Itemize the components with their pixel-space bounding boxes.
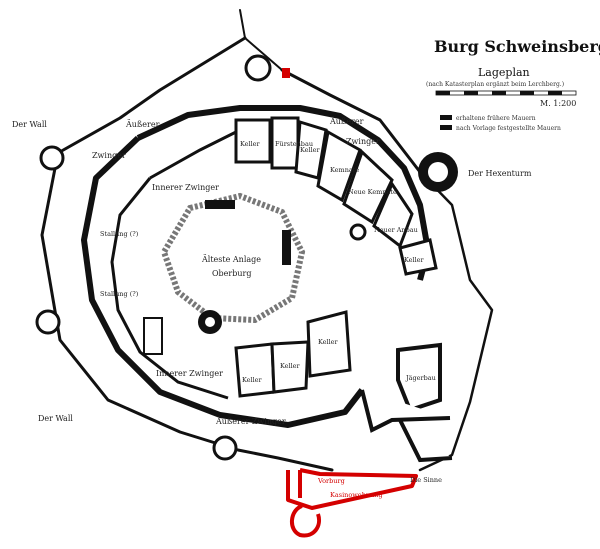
legend-label-reconstructed: nach Vorlage festgestellte Mauern xyxy=(456,125,561,132)
oberburg-core xyxy=(160,192,306,334)
label-wall-bottom: Der Wall xyxy=(38,414,73,423)
label-keller-3: Keller xyxy=(404,256,425,264)
red-mark-top xyxy=(282,68,290,78)
label-outer-zwinger-right: Äußerer xyxy=(329,117,364,126)
label-outer-zwinger-bottom: Äußerer Zwinger xyxy=(215,417,286,426)
legend-swatch-existing xyxy=(440,115,452,120)
vorburg-annex xyxy=(286,468,418,538)
label-inner-zwinger-top: Innerer Zwinger xyxy=(152,183,219,192)
legend: erhaltene frühere Mauern nach Vorlage fe… xyxy=(440,115,561,132)
label-keller-6: Keller xyxy=(318,338,339,346)
label-keller-2: Keller xyxy=(300,146,321,154)
label-kasino: Kasinowohnung xyxy=(330,491,383,499)
label-oberburg: Oberburg xyxy=(212,269,251,278)
label-stallung-1: Stallung (?) xyxy=(100,230,139,238)
label-wall-left: Der Wall xyxy=(12,120,47,129)
plan-note: (nach Katasterplan ergänzt beim Lerchber… xyxy=(426,81,564,88)
label-aelteste-anlage: Älteste Anlage xyxy=(201,255,261,264)
label-vorburg: Vorburg xyxy=(317,477,345,485)
label-neuer-anbau: Neuer Anbau xyxy=(374,226,418,234)
legend-label-existing: erhaltene frühere Mauern xyxy=(456,115,536,122)
label-hexenturm: Der Hexenturm xyxy=(468,169,532,178)
label-outer-zwinger-top: Äußerer xyxy=(125,120,160,129)
label-die-sinne: Die Sinne xyxy=(410,476,442,484)
label-keller-1: Keller xyxy=(240,140,261,148)
lower-buildings xyxy=(143,310,352,398)
outer-wall-towers xyxy=(35,54,272,461)
outer-zwinger-wall xyxy=(81,105,431,428)
label-keller-5: Keller xyxy=(280,362,301,370)
gate-jaegerbau xyxy=(360,342,453,463)
scale-label: M. 1:200 xyxy=(540,99,576,108)
label-keller-4: Keller xyxy=(242,376,263,384)
stair-tower xyxy=(349,223,367,241)
label-jaegerbau: Jägerbau xyxy=(405,374,436,382)
outer-wall xyxy=(40,9,494,472)
label-zwinger-right: Zwinger xyxy=(346,137,380,146)
scale-bar xyxy=(435,90,577,96)
label-kemnate: Kemnate xyxy=(330,166,359,174)
hexenturm-tower xyxy=(418,152,458,192)
plan-title: Burg Schweinsberg xyxy=(434,37,600,56)
label-zwinger-left: Zwinger xyxy=(92,151,126,160)
legend-swatch-reconstructed xyxy=(440,125,452,130)
label-stallung-2: Stallung (?) xyxy=(100,290,139,298)
label-neue-kemnate: Neue Kemnate xyxy=(348,188,397,196)
label-fuerstenbau: Fürstenbau xyxy=(275,140,313,148)
building-ring xyxy=(234,116,438,276)
inner-zwinger-wall xyxy=(110,128,241,400)
plan-subtitle: Lageplan xyxy=(478,66,530,79)
label-inner-zwinger-bottom: Innerer Zwinger xyxy=(156,369,223,378)
